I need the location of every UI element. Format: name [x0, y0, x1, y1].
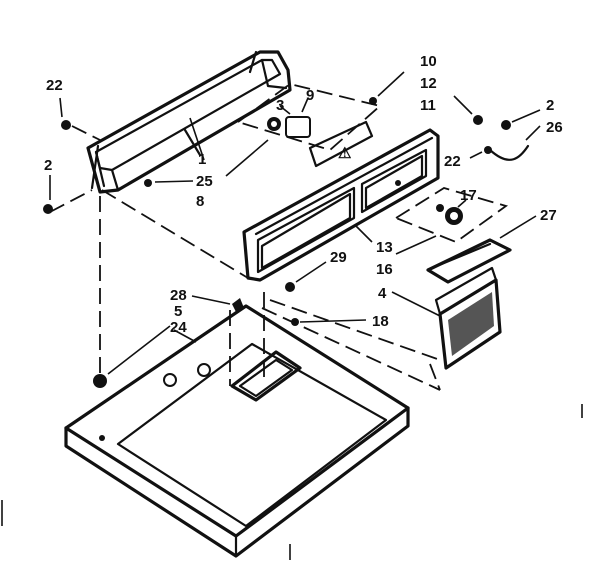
- lint-filter: [426, 215, 537, 284]
- callout-22-right: 22: [444, 153, 461, 170]
- callout-2-left: 2: [44, 157, 52, 174]
- callout-3: 3: [276, 97, 284, 114]
- callout-8: 8: [196, 193, 204, 210]
- screw-25: [144, 179, 194, 187]
- callout-16: 16: [376, 261, 393, 278]
- screw-29: [285, 261, 327, 292]
- callout-26: 26: [546, 119, 563, 136]
- callout-29: 29: [330, 249, 347, 266]
- callout-25: 25: [196, 173, 213, 190]
- rear-console-trim: [86, 50, 292, 194]
- callout-11: 11: [420, 97, 436, 114]
- callout-4: 4: [378, 285, 387, 302]
- callout-17: 17: [460, 187, 477, 204]
- callout-13: 13: [376, 239, 393, 256]
- screw-2-left: [43, 175, 53, 214]
- knob-assembly: [394, 187, 509, 244]
- screw-22-top: [59, 97, 71, 130]
- callout-1: 1: [198, 151, 206, 168]
- callout-22-top: 22: [46, 77, 63, 94]
- dryer-top: [64, 304, 410, 558]
- clip-28: [191, 295, 244, 312]
- leader-13: [355, 225, 373, 243]
- callout-2-right: 2: [546, 97, 554, 114]
- switch-bracket: [225, 83, 382, 177]
- clip-12: [453, 95, 483, 125]
- screw-2-right: [501, 109, 541, 130]
- screw-22-right: [469, 151, 483, 159]
- wire-harness-26: [484, 125, 541, 161]
- callout-28: 28: [170, 287, 187, 304]
- callout-24: 24: [170, 319, 187, 336]
- svg-text:⚠: ⚠: [338, 145, 352, 162]
- screw-10: [369, 71, 405, 105]
- callout-10: 10: [420, 53, 437, 70]
- filter-grille: [391, 266, 502, 370]
- callout-12: 12: [420, 75, 437, 92]
- screw-5-24: [93, 325, 197, 388]
- leader-16: [395, 235, 437, 255]
- callout-5: 5: [174, 303, 182, 320]
- screw-18: [291, 318, 367, 326]
- alignment-lines: [49, 125, 441, 391]
- callout-18: 18: [372, 313, 389, 330]
- callout-27: 27: [540, 207, 557, 224]
- callout-9: 9: [306, 87, 314, 104]
